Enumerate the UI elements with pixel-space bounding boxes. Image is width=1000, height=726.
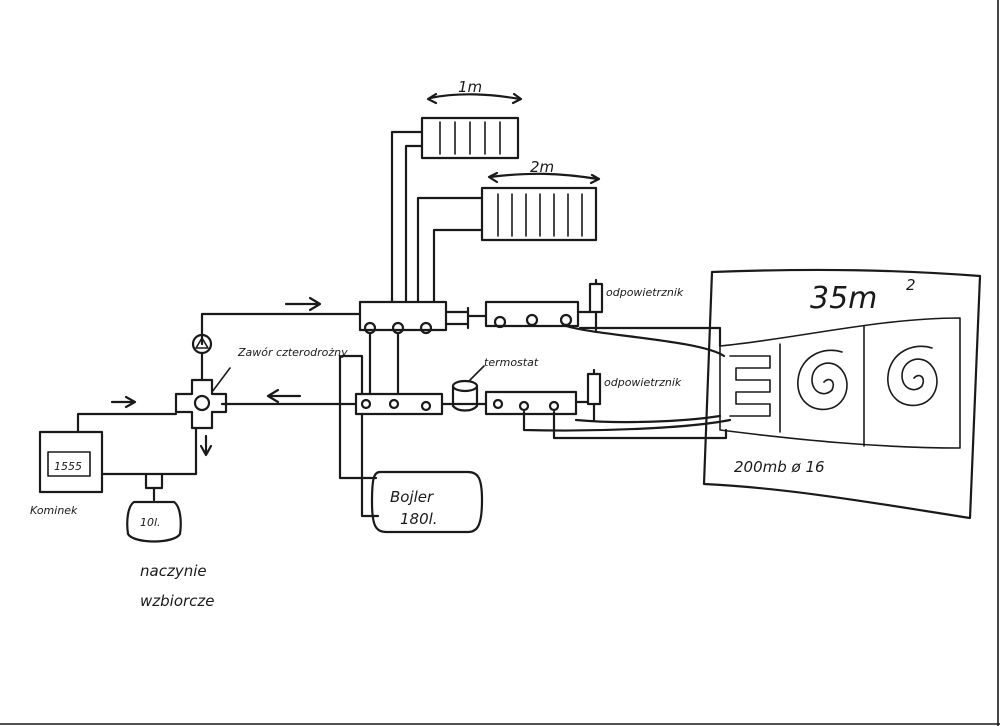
riser-radiator-1m-supply (390, 130, 424, 304)
manifold-port (525, 313, 539, 327)
manifold-port (360, 398, 372, 410)
boiler-capacity: 180l. (400, 510, 438, 528)
pipe-floor-return-lower (552, 410, 728, 440)
pipe-to-boiler-left (338, 354, 378, 480)
pipe-manifold-link (340, 354, 364, 396)
expansion-tank-connector (144, 472, 164, 502)
flow-arrow-down (199, 434, 213, 457)
dimension-arrow-1m (428, 93, 522, 101)
fireplace-display-value: 1555 (54, 460, 82, 473)
air-vent-lower-label: odpowietrznik (604, 376, 682, 389)
dimension-arrow-2m (488, 172, 600, 181)
boiler-label: Bojler (390, 488, 434, 506)
floor-loop-spiral-1 (797, 349, 848, 411)
manifold-port (492, 398, 504, 410)
pipe-fireplace-return (100, 426, 198, 476)
expansion-tank-label-1: naczynie (140, 562, 207, 580)
manifold-port (419, 321, 433, 335)
floor-loops-boundary (719, 317, 961, 449)
radiator-1m-length: 1m (458, 78, 482, 96)
manifold-port (518, 400, 530, 412)
expansion-tank (126, 500, 182, 543)
pipe-floor-upper-2 (564, 324, 726, 358)
floor-loop-meander (729, 355, 771, 417)
floor-loop-spiral-2 (887, 345, 938, 407)
air-vent-upper-label: odpowietrznik (606, 286, 684, 299)
expansion-tank-capacity: 10l. (140, 516, 161, 529)
manifold-coupling-upper (444, 306, 488, 330)
boiler-tank (370, 470, 484, 534)
manifold-port (548, 400, 560, 412)
thermostat-label: termostat (484, 356, 539, 369)
manifold-port (388, 398, 400, 410)
manifold-port (493, 315, 507, 329)
fireplace-display (47, 451, 91, 477)
four-way-valve (174, 378, 228, 430)
pipe-fireplace-supply (76, 412, 178, 434)
riser-radiator-2m-supply (416, 196, 484, 304)
manifold-lower-right (484, 390, 578, 416)
valve-label: Zawór czterodrożny (237, 346, 348, 359)
manifold-port (391, 321, 405, 335)
riser-radiator-1m-return (404, 144, 424, 304)
pipe-supply-upper (200, 312, 362, 346)
manifold-port (559, 313, 573, 327)
pipe-floor-lower-2 (522, 410, 732, 432)
manifold-port (420, 400, 432, 412)
floor-area-value: 35m (810, 281, 877, 316)
fireplace (38, 430, 104, 494)
pipe-floor-lower-3 (574, 414, 722, 424)
floor-area-exponent: 2 (906, 276, 916, 294)
expansion-tank-label-2: wzbiorcze (140, 592, 215, 610)
valve-leader (211, 367, 231, 393)
pipe-to-boiler-left-return (360, 412, 380, 518)
fireplace-label: Kominek (30, 504, 78, 517)
thermostat-valve (451, 365, 485, 412)
floor-loop-dividers (779, 325, 865, 447)
pipe-floor-supply-upper (578, 326, 722, 348)
pump-icon (195, 337, 209, 349)
flow-arrow-fireplace (110, 395, 137, 409)
radiator-1m (420, 92, 523, 160)
flow-arrow-return (266, 388, 302, 404)
radiator-2m-length: 2m (530, 158, 554, 176)
air-vent-upper (576, 278, 604, 332)
radiator-2m (480, 171, 601, 242)
air-vent-lower (574, 368, 602, 422)
riser-radiator-2m-return (432, 228, 484, 304)
manifold-port (363, 321, 377, 335)
flow-arrow-supply (284, 296, 322, 312)
floor-pipe-spec: 200mb ø 16 (734, 458, 825, 476)
floor-heating-area (702, 268, 982, 520)
